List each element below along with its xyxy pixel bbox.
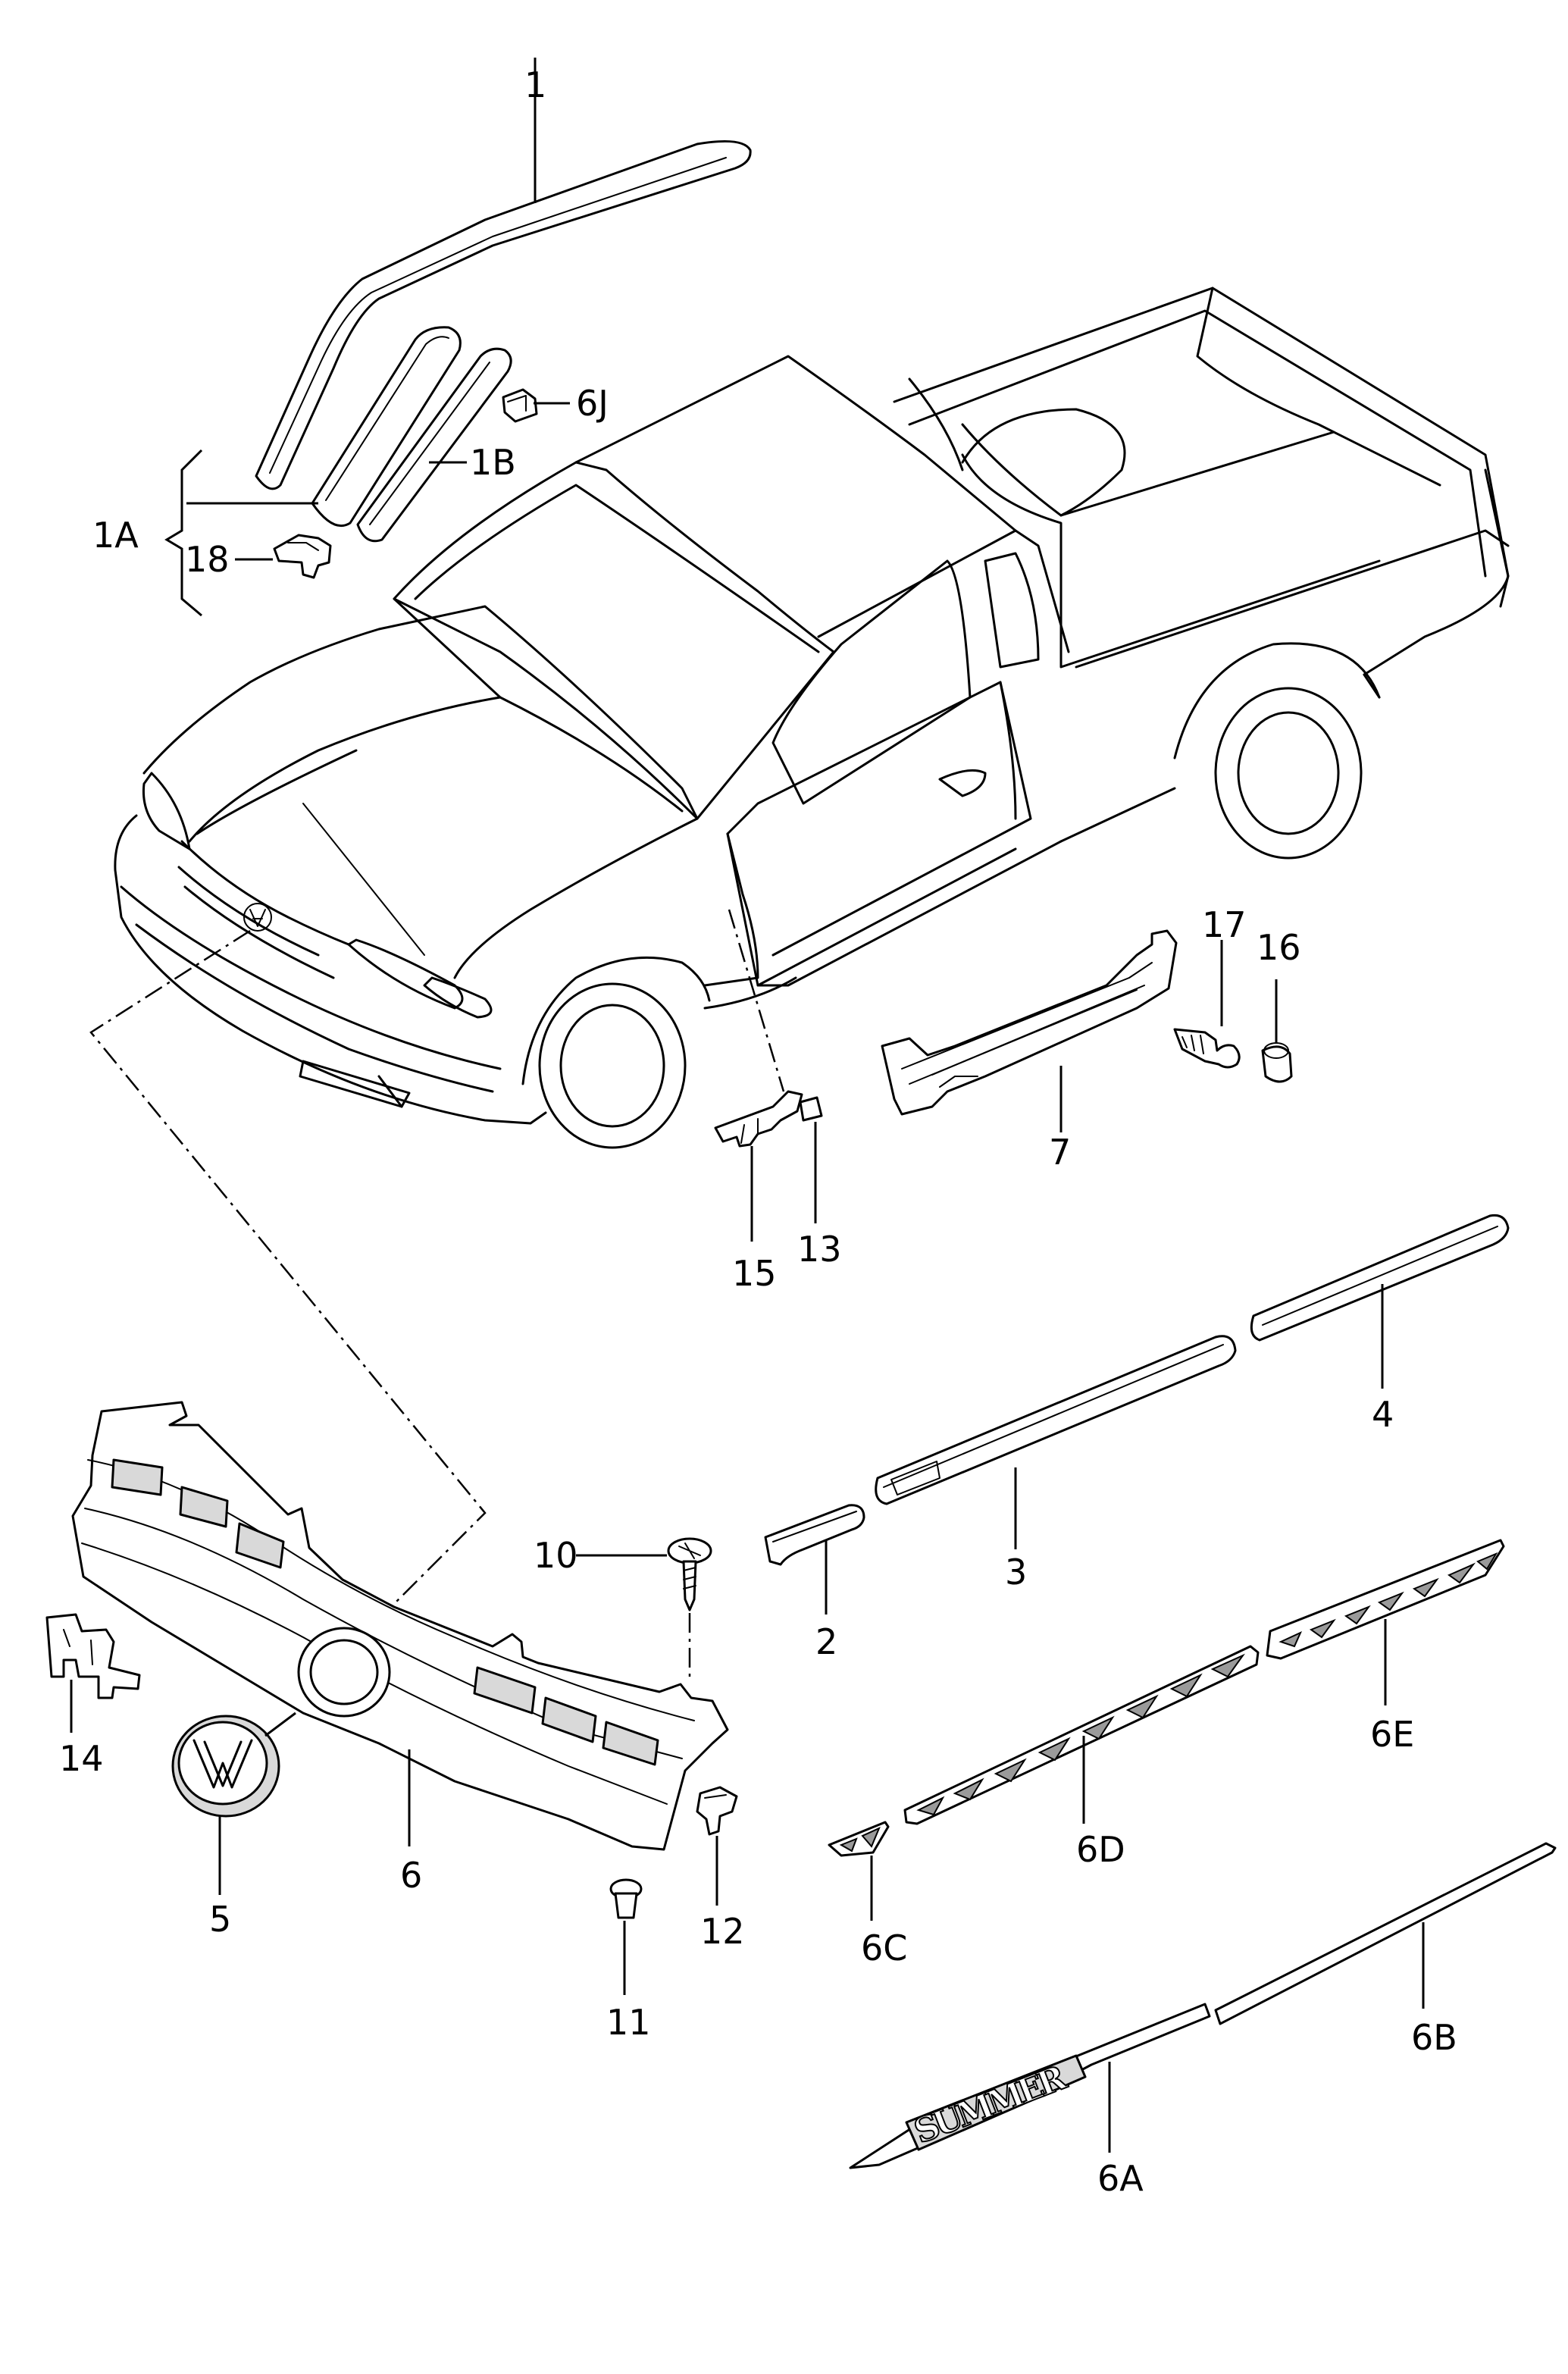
label-6a: 6A	[1097, 2158, 1144, 2199]
nut-12	[696, 1786, 738, 1836]
window-trim-1b	[356, 347, 512, 543]
stripe-6d	[903, 1645, 1260, 1825]
label-6b: 6B	[1411, 2017, 1457, 2058]
label-17: 17	[1202, 904, 1247, 945]
label-4: 4	[1372, 1394, 1394, 1435]
label-1b: 1B	[470, 442, 516, 483]
label-1: 1	[524, 64, 546, 105]
stripe-6c	[828, 1821, 890, 1857]
grommet-11	[609, 1878, 643, 1919]
stripe-6a-summer: SUMMER	[849, 2003, 1211, 2169]
seal-13	[799, 1096, 823, 1122]
cap-16	[1261, 1042, 1293, 1083]
bracket-1a	[164, 449, 203, 617]
pickup-vehicle	[114, 287, 1510, 1149]
stripe-6b	[1214, 1842, 1557, 2025]
moulding-2	[764, 1504, 865, 1566]
moulding-3	[875, 1335, 1237, 1505]
window-trim-1a	[311, 326, 462, 528]
label-6: 6	[400, 1855, 422, 1896]
label-6j: 6J	[576, 383, 609, 424]
label-16: 16	[1257, 927, 1301, 968]
label-6e: 6E	[1370, 1714, 1414, 1755]
part-labels: 1 1A 1B 6J 18 17 16 7 15 13 4 3 2 10 14 …	[59, 64, 1457, 2199]
clip-18	[273, 534, 332, 579]
bracket-14	[45, 1613, 141, 1699]
label-12: 12	[700, 1911, 745, 1952]
roof-moulding-1	[255, 139, 752, 490]
moulding-4	[1250, 1214, 1510, 1342]
label-2: 2	[815, 1621, 837, 1662]
label-6d: 6D	[1076, 1829, 1125, 1870]
screw-17	[1173, 1028, 1241, 1069]
label-10: 10	[534, 1535, 578, 1576]
label-18: 18	[185, 539, 230, 580]
label-6c: 6C	[861, 1928, 907, 1968]
screw-10	[667, 1537, 712, 1611]
label-1a: 1A	[92, 515, 139, 556]
label-15: 15	[732, 1253, 777, 1294]
label-3: 3	[1005, 1552, 1027, 1593]
stripe-6e	[1266, 1539, 1505, 1660]
clip-15	[714, 1090, 803, 1148]
label-14: 14	[59, 1738, 104, 1779]
label-5: 5	[209, 1899, 231, 1940]
label-7: 7	[1049, 1132, 1071, 1173]
label-13: 13	[797, 1229, 842, 1270]
summer-decal-text: SUMMER	[909, 2058, 1072, 2151]
grille-6	[71, 1401, 729, 1851]
label-11: 11	[606, 2002, 651, 2043]
vw-emblem-5	[171, 1715, 280, 1818]
clip-6j	[502, 388, 538, 423]
sill-trim-7	[881, 929, 1178, 1116]
